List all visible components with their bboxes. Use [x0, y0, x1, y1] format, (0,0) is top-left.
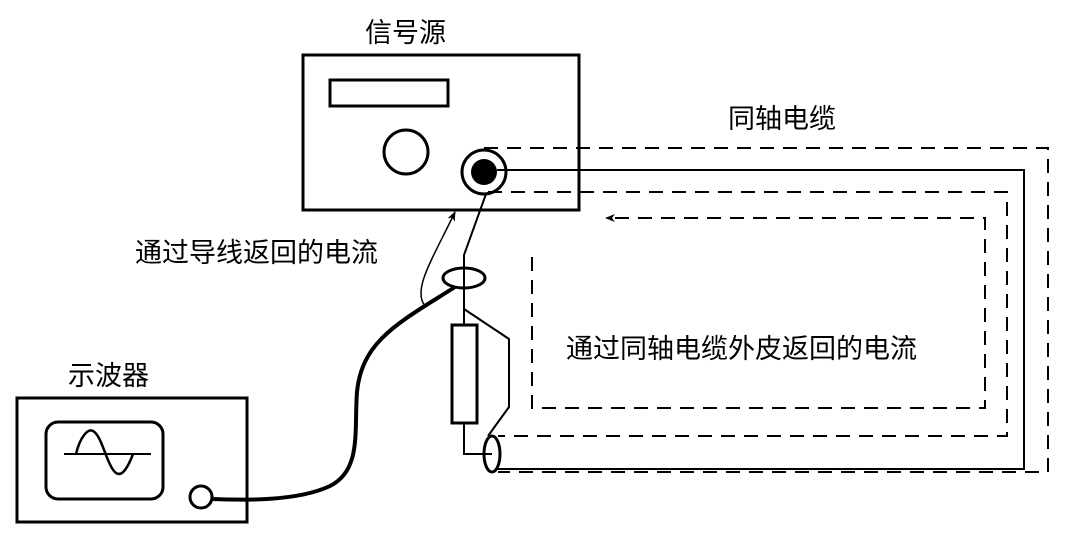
coax-center-conductor	[497, 169, 1025, 470]
oscilloscope-box	[15, 396, 249, 524]
shield-return-current-path	[531, 214, 986, 409]
shield-return-current-label: 通过同轴电缆外皮返回的电流	[566, 334, 917, 365]
display-window	[328, 78, 450, 108]
coax-cable-label: 同轴电缆	[728, 104, 836, 135]
oscilloscope-screen	[44, 420, 165, 501]
output-connector-center	[471, 159, 497, 185]
coax-shield-inner	[488, 191, 1008, 437]
signal-source	[301, 53, 581, 212]
signal-source-box	[301, 53, 581, 212]
center-wire-to-load	[463, 193, 487, 325]
sine-wave-icon	[74, 429, 135, 476]
load-to-coax-wire	[463, 423, 492, 455]
signal-source-label: 信号源	[365, 18, 446, 49]
load-resistor	[450, 323, 479, 425]
probe-input-connector	[188, 484, 214, 510]
oscilloscope	[15, 396, 249, 524]
knob-icon	[382, 128, 430, 176]
oscilloscope-label: 示波器	[68, 361, 149, 392]
probe-cable	[211, 285, 457, 502]
ground-return-wire	[463, 308, 510, 437]
current-probe-loop	[441, 266, 487, 290]
coax-shield-outer	[484, 147, 1049, 473]
coax-cable	[482, 147, 1049, 474]
wire-return-current-label: 通过导线返回的电流	[135, 238, 378, 269]
wire-return-current-arrow	[420, 211, 456, 307]
